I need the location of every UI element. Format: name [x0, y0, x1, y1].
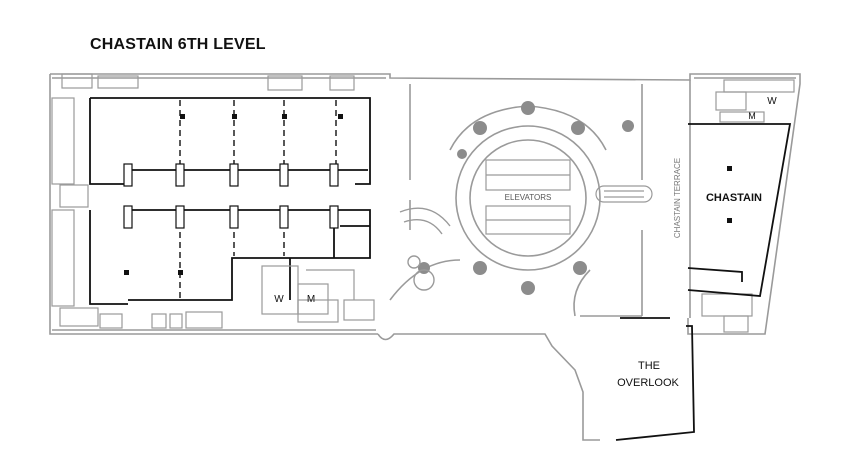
- overlook-walls: [615, 317, 695, 441]
- air-walls: [179, 100, 337, 298]
- restroom-men-label-right: M: [748, 111, 756, 121]
- elevators-label: ELEVATORS: [505, 193, 552, 202]
- chastain-terrace-label: CHASTAIN TERRACE: [673, 158, 682, 238]
- restroom-women-label-right: W: [767, 96, 777, 107]
- meeting-room-walls: [89, 97, 792, 305]
- restroom-men-label: M: [307, 294, 315, 305]
- wall-posts: [123, 163, 339, 229]
- chastain-room-label: CHASTAIN: [706, 192, 762, 204]
- building-outline: [49, 73, 801, 441]
- overlook-label-line2: OVERLOOK: [617, 377, 679, 389]
- floor-outlets: [124, 114, 732, 275]
- spiral-staircase: [399, 207, 451, 291]
- service-areas: [51, 73, 795, 333]
- restroom-block: [261, 265, 355, 315]
- elevator-banks: [485, 159, 653, 235]
- restroom-women-label: W: [274, 294, 284, 305]
- page-title: CHASTAIN 6TH LEVEL: [90, 36, 266, 53]
- atrium: [389, 84, 643, 317]
- overlook-label-line1: THE: [638, 360, 660, 372]
